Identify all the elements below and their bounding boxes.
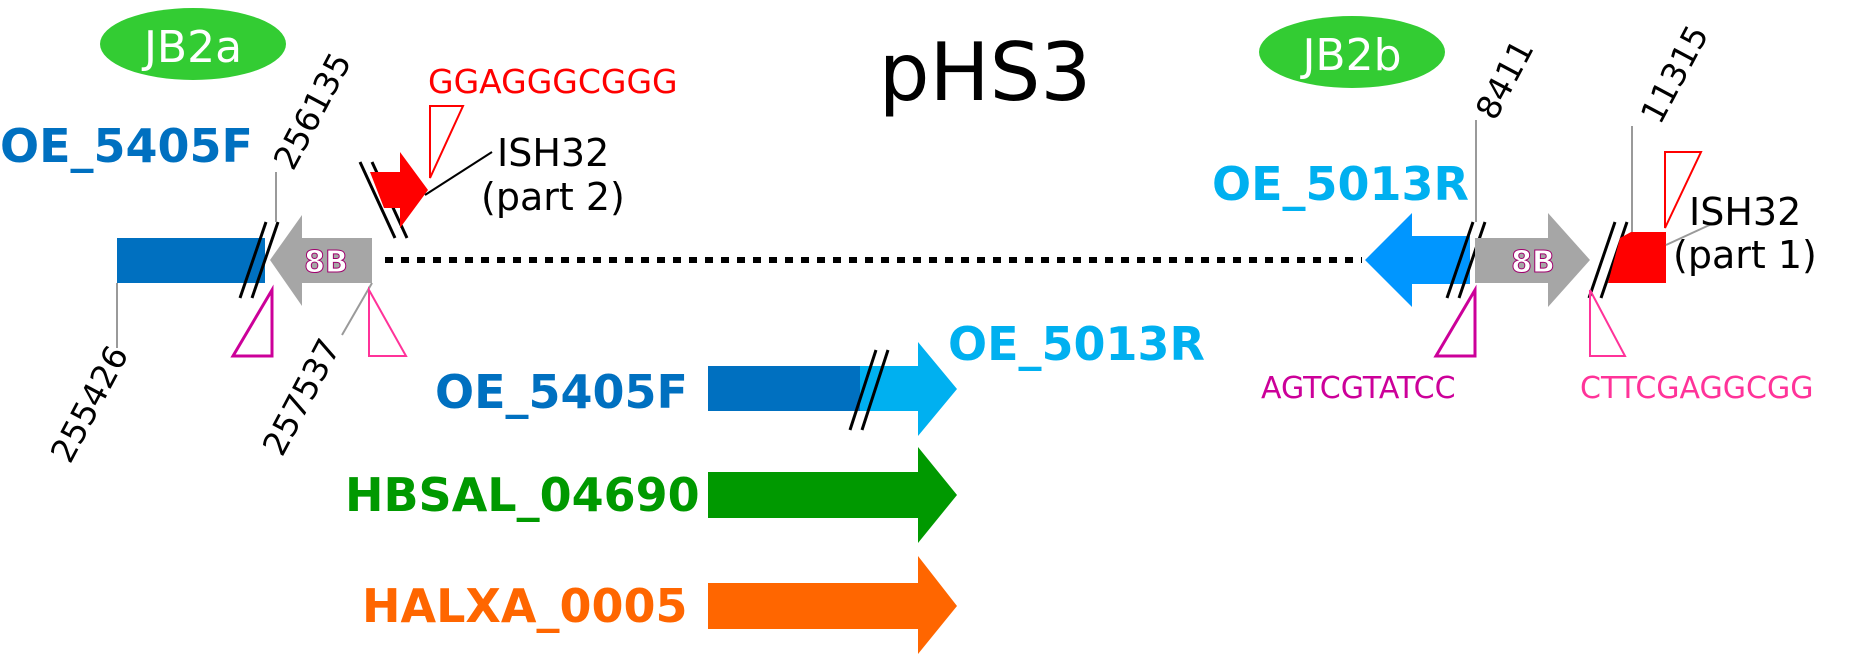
left-target-sequence: GGAGGGCGGG [428,62,678,101]
ortholog-arrow-halxa [708,556,957,654]
ish32-part2-leader [424,151,493,196]
right-8b-label: 8B [1511,245,1555,280]
ish32-part1-slash-1 [1587,221,1617,299]
ish32-part1-label-line2: (part 1) [1673,233,1817,277]
ish32-part2-label-line1: ISH32 [497,131,609,175]
ish32-part2-target-triangle [429,105,465,179]
fusion-part2-arrow [860,342,957,436]
ortholog-row-hbsal: HBSAL_04690 [345,447,957,543]
fusion-label-part2: OE_5013R [948,317,1205,371]
left-gene-block [117,238,265,283]
right-locus: OE_5013R 8B 8411 11315 ISH32 (part 1) AG… [1212,19,1817,406]
jb2b-label: JB2b [1299,30,1401,81]
right-seq-right: CTTCGAGGCGG [1580,371,1813,406]
ish32-part1-target-triangle [1664,151,1703,229]
ortholog-arrow-hbsal [708,447,957,543]
right-target-triangle-2 [1589,289,1627,357]
jb2b-ellipse [1259,16,1445,88]
left-break-slash-2 [250,221,280,299]
left-coord-junction: 256135 [266,46,360,176]
junction-badge-jb2a: JB2a [100,8,286,80]
fusion-break-slash-2 [860,349,890,431]
ish32-part2-slash-1 [358,161,397,239]
jb2a-ellipse [100,8,286,80]
right-gene-label: OE_5013R [1212,157,1469,211]
ish32-part1-leader [1665,221,1717,246]
right-break-slash-1 [1445,221,1475,299]
right-8b-arrow [1475,213,1590,307]
right-target-triangle-1 [1433,284,1477,358]
fusion-label-part1: OE_5405F [435,365,688,419]
ish32-part1-slash-2 [1599,221,1629,299]
ortholog-label-hbsal: HBSAL_04690 [345,468,700,522]
left-break-slash-1 [238,221,268,299]
jb2a-label: JB2a [141,22,242,73]
right-gene-arrow [1365,213,1470,307]
junction-badge-jb2b: JB2b [1259,16,1445,88]
diagram-title: pHS3 [879,26,1092,119]
left-coord-end: 257537 [255,332,349,462]
ortholog-row-halxa: HALXA_0005 [362,556,957,654]
left-8b-arrow [270,215,372,306]
ish32-part1-block [1608,232,1666,283]
ish32-part1-label-line1: ISH32 [1689,190,1801,234]
right-coord-end: 11315 [1633,19,1717,130]
fusion-part1-block [708,366,860,411]
ish32-part2-label-line2: (part 2) [481,175,625,219]
left-target-triangle-2 [368,286,408,357]
ish32-part2-arrow [370,152,428,228]
right-coord-junction: 8411 [1468,33,1542,125]
ortholog-label-halxa: HALXA_0005 [362,579,688,633]
fusion-gene-row: OE_5405F OE_5013R [435,317,1205,436]
left-8b-label: 8B [304,245,348,280]
fusion-break-slash-1 [848,349,878,431]
left-target-triangle-1 [230,284,274,358]
left-coord-tick-end [341,282,373,336]
left-gene-label: OE_5405F [0,119,253,173]
right-break-slash-2 [1457,221,1487,299]
left-coord-start: 255426 [43,339,137,469]
right-seq-left: AGTCGTATCC [1261,371,1456,406]
